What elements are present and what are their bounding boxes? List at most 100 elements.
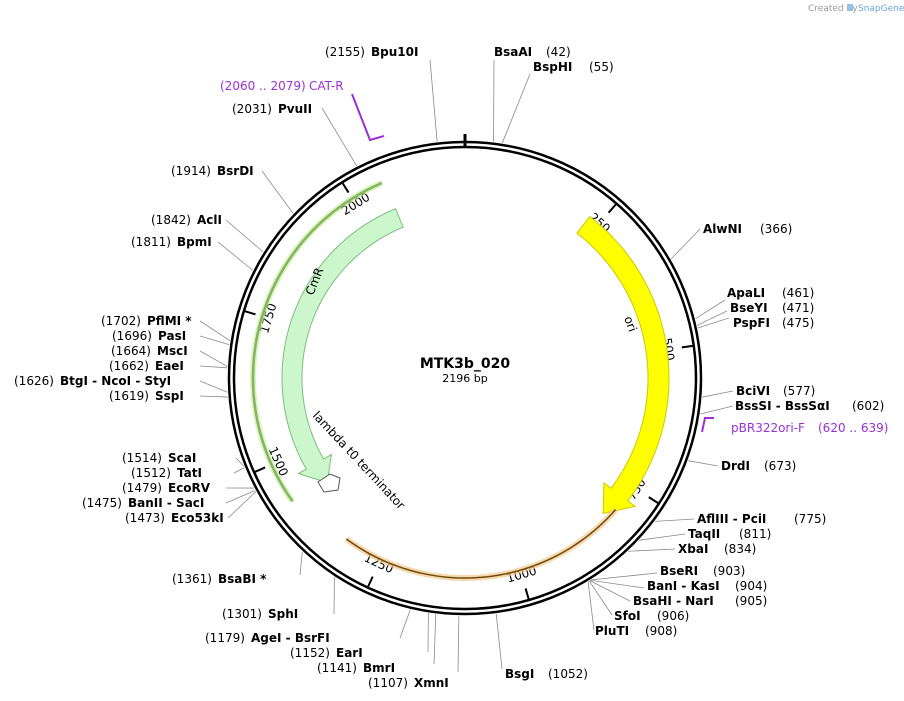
site-name[interactable]: BpmI <box>177 235 212 249</box>
site-pos: (905) <box>735 594 767 608</box>
site-pos: (904) <box>735 579 767 593</box>
site-pos: (55) <box>589 60 614 74</box>
credit-prefix: Created by <box>808 4 858 14</box>
site-pos: (461) <box>782 286 814 300</box>
site-name[interactable]: EcoRV <box>168 481 211 495</box>
site-name[interactable]: PluTI <box>595 624 629 638</box>
site-pos: (1696) <box>112 329 152 343</box>
site-name[interactable]: PvuII <box>278 102 312 116</box>
site-name[interactable]: BanI - KasI <box>647 579 720 593</box>
site-pos: (673) <box>764 459 796 473</box>
tick-mark <box>681 344 694 349</box>
tick-mark <box>524 588 530 601</box>
site-leader-line <box>590 572 658 581</box>
site-pos: (366) <box>760 222 792 236</box>
site-name[interactable]: Bpu10I <box>371 45 418 59</box>
site-name[interactable]: XbaI <box>678 542 708 556</box>
site-name[interactable]: ScaI <box>168 451 196 465</box>
site-name[interactable]: BseRI <box>660 564 698 578</box>
site-name[interactable]: BspHI <box>533 60 572 74</box>
site-pos: (1842) <box>151 213 191 227</box>
ori-feature-arrow[interactable] <box>576 215 670 515</box>
site-pos: (1479) <box>122 481 162 495</box>
terminator-arc[interactable] <box>345 509 617 579</box>
site-name[interactable]: SspI <box>155 389 184 403</box>
site-leader-line <box>695 299 726 320</box>
site-name[interactable]: BsaBI * <box>218 572 267 586</box>
site-leader-line <box>225 219 264 253</box>
site-pos: (903) <box>713 564 745 578</box>
site-name[interactable]: ApaLI <box>727 286 765 300</box>
site-pos: (1811) <box>131 235 171 249</box>
site-pos: (42) <box>546 45 571 59</box>
site-leader-line <box>670 228 701 260</box>
tick-mark <box>253 466 266 474</box>
site-leader-line <box>589 580 631 602</box>
site-leader-line <box>217 241 253 271</box>
site-name[interactable]: BanII - SacI <box>128 496 204 510</box>
site-name[interactable]: AlwNI <box>703 222 742 236</box>
site-leader-line <box>457 615 460 673</box>
site-name[interactable]: BciVI <box>736 384 770 398</box>
site-leader-line <box>688 460 719 467</box>
site-pos: (1361) <box>172 572 212 586</box>
site-name[interactable]: BseYI <box>730 301 768 315</box>
site-leader-lines <box>199 59 734 673</box>
site-pos: (475) <box>782 316 814 330</box>
site-pos: (1619) <box>109 389 149 403</box>
credit-brand: SnapGene <box>858 4 904 14</box>
site-name[interactable]: BssSI - BssSαI <box>735 399 830 413</box>
site-pos: (906) <box>657 609 689 623</box>
site-leader-line <box>495 613 503 670</box>
site-name[interactable]: SphI <box>268 607 298 621</box>
site-leader-line <box>199 335 230 346</box>
site-name[interactable]: Eco53kI <box>171 511 224 525</box>
site-name[interactable]: AgeI - BsrFI <box>251 631 330 645</box>
site-name[interactable]: DrdI <box>721 459 750 473</box>
site-name[interactable]: MscI <box>157 344 188 358</box>
site-name[interactable]: AclI <box>197 213 222 227</box>
site-pos: (1914) <box>171 164 211 178</box>
site-pos: (471) <box>782 301 814 315</box>
site-name[interactable]: SfoI <box>614 609 641 623</box>
site-name[interactable]: XmnI <box>414 676 449 690</box>
site-name[interactable]: BsgI <box>505 667 534 681</box>
site-leader-line <box>225 490 256 504</box>
primer-label-pbr322ori-f[interactable]: pBR322ori-F <box>731 421 805 435</box>
primer-label-cat-r[interactable]: CAT-R <box>309 79 344 93</box>
site-leader-line <box>321 107 358 167</box>
site-leader-line <box>654 518 695 522</box>
site-name[interactable]: PspFI <box>733 316 770 330</box>
cmr-feature-arrow[interactable] <box>281 208 404 484</box>
site-name[interactable]: EaeI <box>155 359 184 373</box>
tick-mark <box>243 309 256 316</box>
site-leader-line <box>590 579 645 589</box>
site-name[interactable]: EarI <box>336 646 363 660</box>
tick-mark <box>648 496 660 505</box>
primer-range-pbr322ori-f: (620 .. 639) <box>818 421 888 435</box>
site-name[interactable]: PflMI * <box>147 314 192 328</box>
site-name[interactable]: TatI <box>177 466 202 480</box>
site-pos: (1664) <box>111 344 151 358</box>
site-name[interactable]: BsaHI - NarI <box>633 594 714 608</box>
site-leader-line <box>588 580 613 616</box>
tick-mark <box>341 181 350 194</box>
site-name[interactable]: PasI <box>158 329 186 343</box>
site-leader-line <box>700 405 734 415</box>
site-name[interactable]: BsrDI <box>217 164 254 178</box>
site-pos: (811) <box>739 527 771 541</box>
site-name[interactable]: AflIII - PciI <box>697 512 766 526</box>
site-pos: (2031) <box>232 102 272 116</box>
site-name[interactable]: BtgI - NcoI - StyI <box>60 374 171 388</box>
site-pos: (1702) <box>101 314 141 328</box>
site-name[interactable]: TaqII <box>688 527 720 541</box>
site-leader-line <box>587 581 595 631</box>
site-pos: (1475) <box>82 496 122 510</box>
site-name[interactable]: BsaAI <box>494 45 532 59</box>
site-name[interactable]: BmrI <box>363 661 395 675</box>
site-pos: (1626) <box>14 374 54 388</box>
tick-mark <box>366 576 374 588</box>
terminator-symbol-icon <box>317 473 341 493</box>
site-leader-line <box>233 467 245 474</box>
